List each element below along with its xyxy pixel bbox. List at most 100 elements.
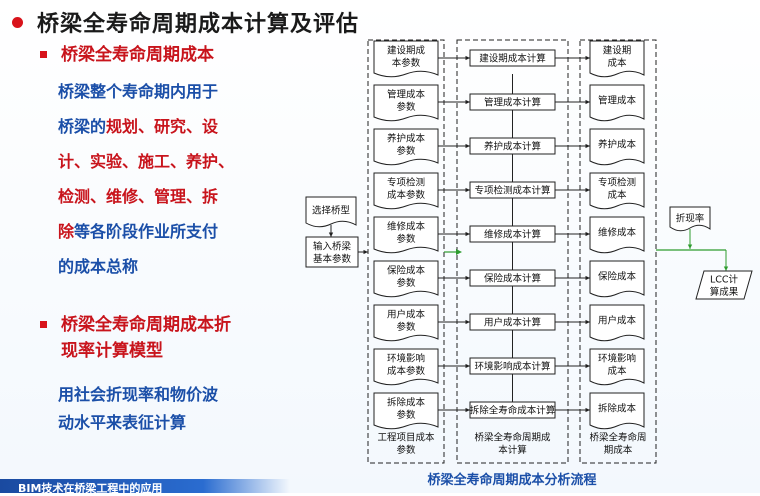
result-doc xyxy=(589,348,645,386)
calc-label: 建设期成本计算 xyxy=(479,53,546,65)
section1-text-highlight: 规划、研究、设 xyxy=(106,117,219,136)
param-label: 参数 xyxy=(396,321,416,333)
calc-to-result-arrow-head xyxy=(585,231,590,237)
result-label: 专项检测 xyxy=(598,176,636,188)
section1-line: 桥梁整个寿命期内用于 xyxy=(58,74,234,109)
slide-title: 桥梁全寿命周期成本计算及评估 xyxy=(12,6,359,38)
result-label: 养护成本 xyxy=(598,139,637,151)
section1-text: 等各阶段作业所支付 xyxy=(74,222,219,241)
param-label: 成本参数 xyxy=(387,365,426,377)
section1-line: 检测、维修、管理、拆 xyxy=(58,179,234,214)
calc-to-result-arrow-head xyxy=(585,99,590,105)
section1-heading-text: 桥梁全寿命周期成本 xyxy=(61,45,214,65)
result-doc xyxy=(589,304,645,342)
result-label: 管理成本 xyxy=(598,95,637,107)
param-doc xyxy=(373,40,439,78)
param-label: 参数 xyxy=(396,409,416,421)
param-label: 保险成本 xyxy=(387,264,426,276)
section1-text: 桥梁整个寿命期内用于 xyxy=(58,82,219,101)
output-label: 算成果 xyxy=(710,286,739,298)
result-doc xyxy=(589,40,645,78)
section1-line: 除等各阶段作业所支付 xyxy=(58,214,234,249)
section1-line: 的成本总称 xyxy=(58,249,234,284)
section1-text: 桥梁的 xyxy=(58,117,107,136)
param-label: 管理成本 xyxy=(387,88,426,100)
param-label: 成本参数 xyxy=(387,189,426,201)
param-doc xyxy=(373,348,439,386)
section1-text-highlight: 除 xyxy=(58,222,75,241)
calc-label: 环境影响成本计算 xyxy=(474,361,550,373)
section2-line2: 动水平来表征计算 xyxy=(58,413,187,432)
input-box-label: 输入桥梁 xyxy=(313,240,352,252)
section2-heading-text: 桥梁全寿命周期成本折 现率计算模型 xyxy=(61,312,231,364)
param-to-calc-arrow-head xyxy=(465,407,470,413)
param-label: 参数 xyxy=(396,145,416,157)
section2-heading-line2: 现率计算模型 xyxy=(61,341,163,361)
output-arrow-head xyxy=(723,266,729,271)
section1-body: 桥梁整个寿命期内用于 桥梁的规划、研究、设 计、实验、施工、养护、 检测、维修、… xyxy=(58,74,234,284)
rate-arrow-head xyxy=(687,244,693,249)
output-shape xyxy=(695,270,753,300)
input-doc-label: 选择桥型 xyxy=(312,205,351,217)
result-label: 保险成本 xyxy=(598,271,637,283)
calc-to-result-arrow-head xyxy=(585,143,590,149)
result-label: 维修成本 xyxy=(598,227,637,239)
rate-doc xyxy=(669,206,711,232)
calc-to-result-arrow-head xyxy=(585,407,590,413)
result-doc xyxy=(589,172,645,210)
footer-text: BIM技术在桥梁工程中的应用 xyxy=(18,482,163,495)
param-label: 参数 xyxy=(396,101,416,113)
param-label: 养护成本 xyxy=(387,132,426,144)
feed-line-head xyxy=(456,249,462,255)
param-label: 参数 xyxy=(396,233,416,245)
input-doc-arrow-head xyxy=(328,232,334,237)
section1-text-highlight: 检测、维修、管理、拆 xyxy=(58,187,219,206)
param-label: 参数 xyxy=(396,277,416,289)
result-label: 成本 xyxy=(607,189,627,201)
param-label: 专项检测 xyxy=(387,176,425,188)
section2-body: 用社会折现率和物价波 动水平来表征计算 xyxy=(58,381,218,437)
result-doc xyxy=(589,392,645,430)
slide-title-text: 桥梁全寿命周期成本计算及评估 xyxy=(37,12,360,37)
calc-to-result-arrow-head xyxy=(585,55,590,61)
result-label: 成本 xyxy=(607,57,627,69)
input-doc xyxy=(305,196,357,228)
param-doc xyxy=(373,216,439,254)
calc-label: 维修成本计算 xyxy=(484,229,541,241)
section2-line1: 用社会折现率和物价波 xyxy=(58,385,219,404)
col1-footer-label: 参数 xyxy=(396,444,416,456)
col1-footer-label: 工程项目成本 xyxy=(377,431,435,443)
param-to-calc-arrow-head xyxy=(465,275,470,281)
result-label: 成本 xyxy=(607,365,627,377)
param-to-calc-arrow-head xyxy=(465,143,470,149)
result-label: 用户成本 xyxy=(598,315,637,327)
param-doc xyxy=(373,172,439,210)
result-label: 环境影响 xyxy=(598,352,636,364)
calc-label: 拆除全寿命成本计算 xyxy=(470,405,556,417)
rate-label: 折现率 xyxy=(676,213,705,225)
result-label: 建设期 xyxy=(603,44,632,56)
param-label: 建设期成 xyxy=(387,44,426,56)
result-label: 拆除成本 xyxy=(598,403,637,415)
result-doc xyxy=(589,128,645,166)
footer-bar: BIM技术在桥梁工程中的应用 xyxy=(0,479,290,495)
param-label: 本参数 xyxy=(392,57,421,69)
param-to-calc-arrow-head xyxy=(465,187,470,193)
param-label: 环境影响 xyxy=(387,352,425,364)
output-label: LCC计 xyxy=(710,273,739,285)
section2-bullet xyxy=(40,321,47,328)
input-box xyxy=(305,236,359,268)
param-label: 拆除成本 xyxy=(387,396,426,408)
param-to-calc-arrow-head xyxy=(465,319,470,325)
section2-heading: 桥梁全寿命周期成本折 现率计算模型 xyxy=(40,312,231,364)
calc-to-result-arrow-head xyxy=(585,363,590,369)
col2-footer-label: 本计算 xyxy=(498,444,527,456)
calc-label: 养护成本计算 xyxy=(484,141,541,153)
param-label: 用户成本 xyxy=(387,308,426,320)
section1-line: 桥梁的规划、研究、设 xyxy=(58,109,234,144)
param-to-calc-arrow-head xyxy=(465,231,470,237)
calc-to-result-arrow-head xyxy=(585,319,590,325)
param-doc xyxy=(373,392,439,430)
param-to-calc-arrow-head xyxy=(465,363,470,369)
title-bullet xyxy=(12,16,23,28)
